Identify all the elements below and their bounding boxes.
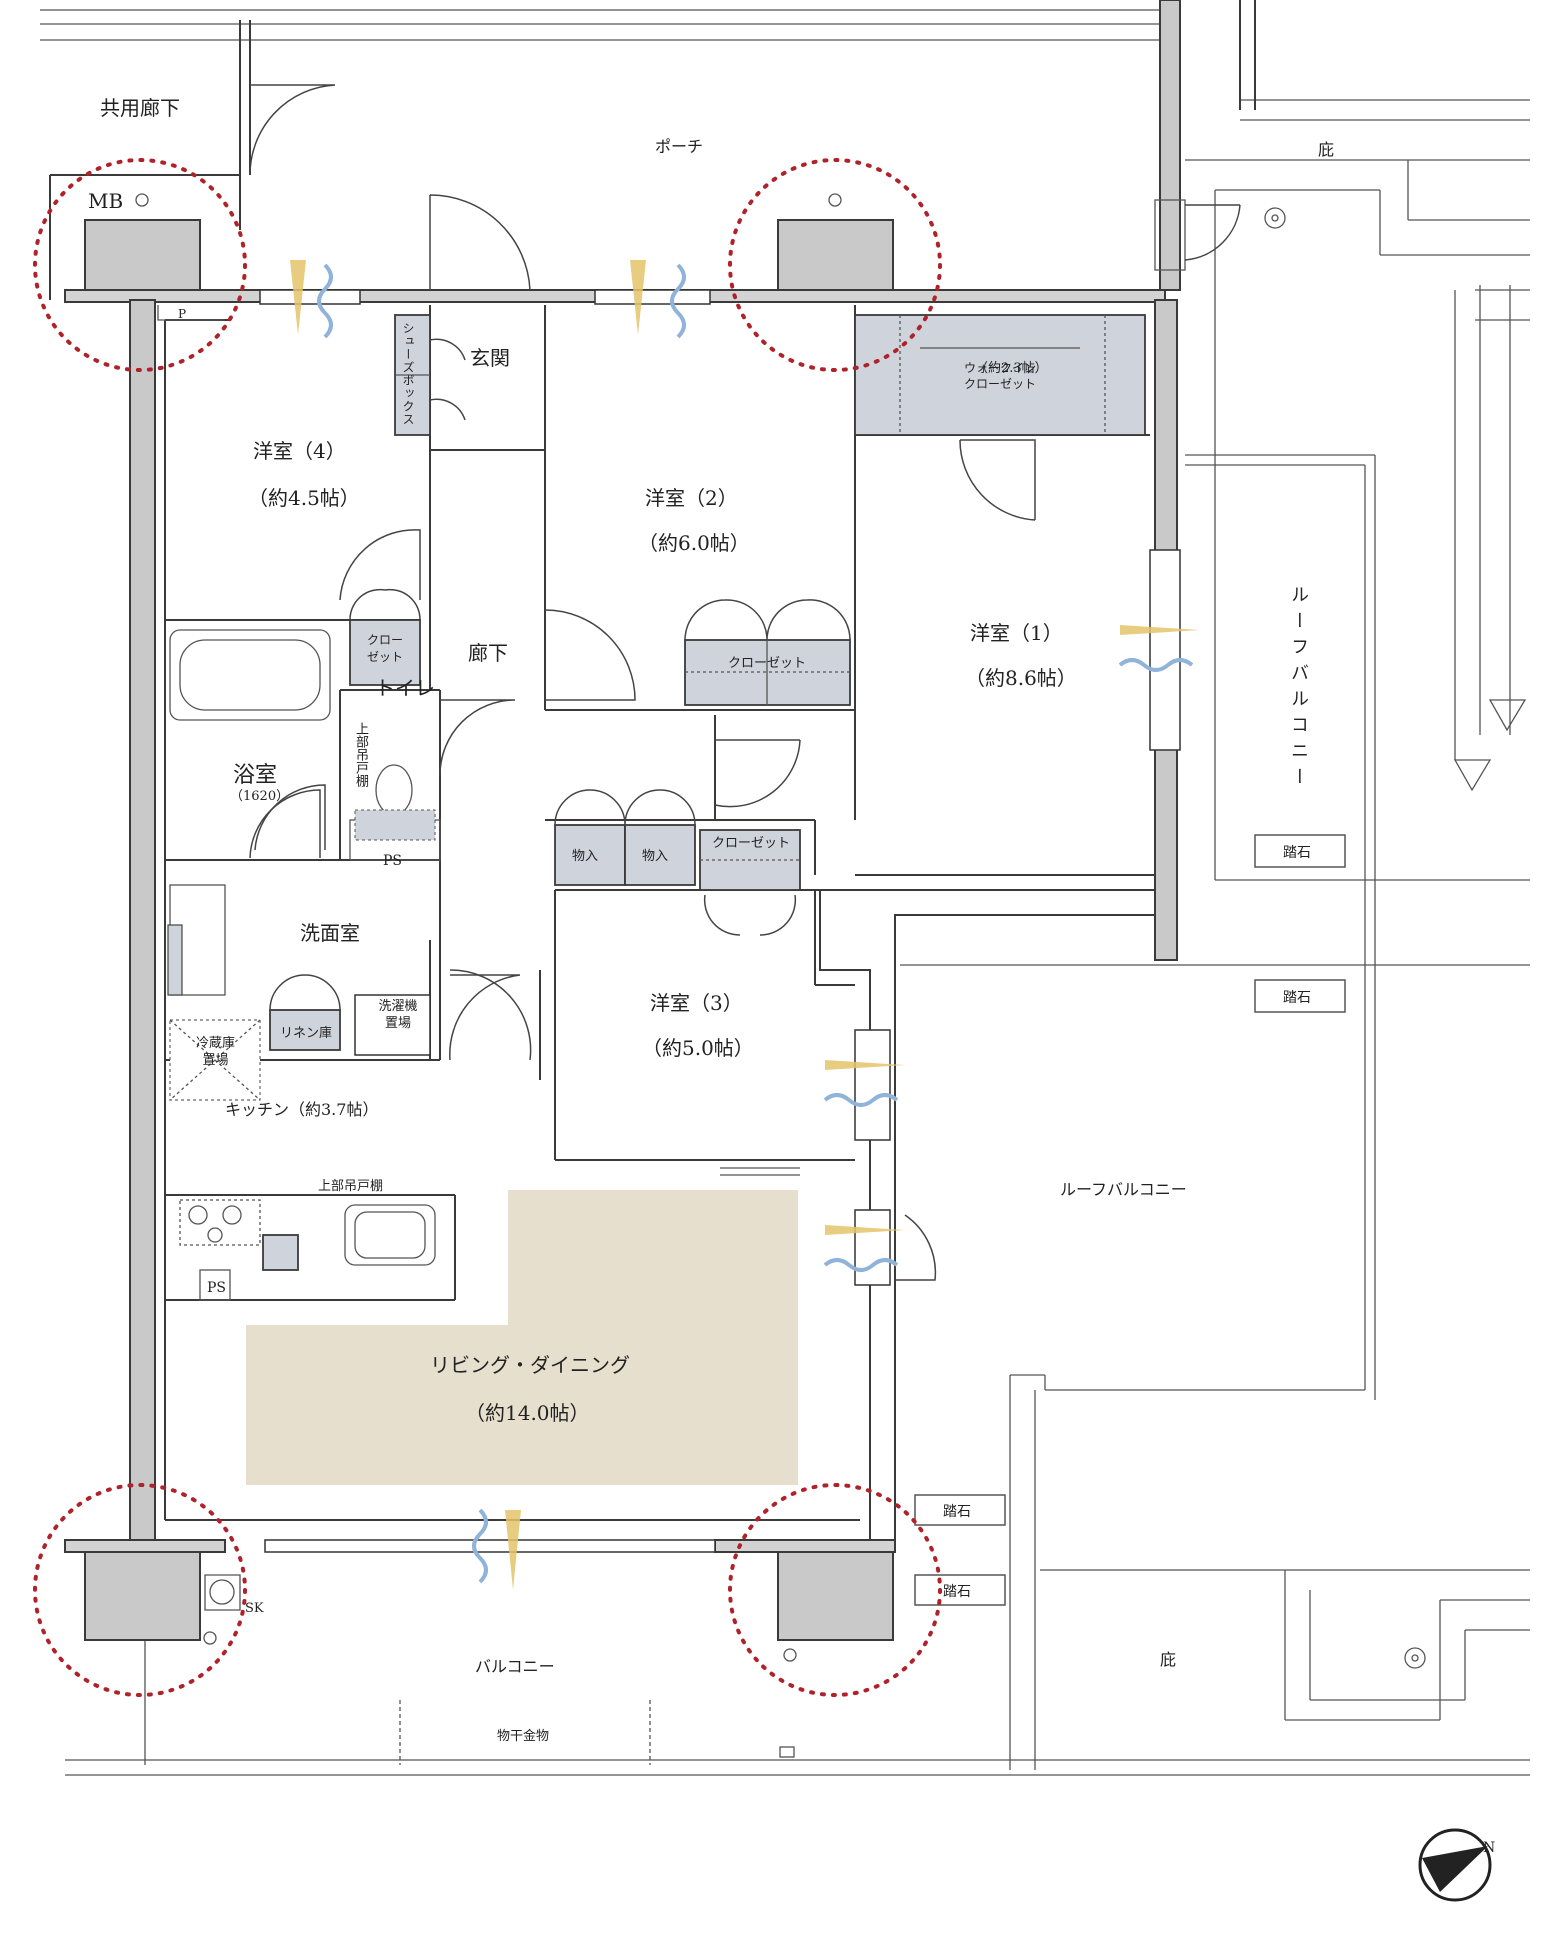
label-living-size: （約14.0帖） [465,1401,590,1425]
label-washroom: 洗面室 [300,921,360,945]
label-closet-small: クロー ゼット [366,633,403,664]
label-western3: 洋室（3） [650,991,743,1015]
label-stepping-stone-2: 踏石 [1283,990,1311,1006]
label-upper-cabinet-kitchen: 上部吊戸棚 [318,1179,383,1194]
doors [249,194,1036,1281]
label-stepping-stone-3: 踏石 [943,1504,971,1520]
label-fridge: 冷蔵庫 置場 [195,1036,235,1068]
fixtures [135,193,842,1662]
label-bath: 浴室 [233,763,277,788]
label-ps2: PS [207,1280,226,1296]
label-balcony: バルコニー [475,1657,555,1676]
label-living: リビング・ダイニング [430,1353,630,1377]
label-laundry-hardware: 物干金物 [497,1728,549,1744]
label-entrance: 玄関 [470,346,510,370]
airflow-markers [290,260,1200,1590]
label-storage2: 物入 [642,849,668,864]
label-upper-cabinet: 上部吊戸棚 [353,722,368,787]
label-western2-size: （約6.0帖） [638,531,750,555]
label-hallway: 廊下 [468,641,508,665]
label-kitchen: キッチン（約3.7帖） [225,1100,378,1119]
label-linen: リネン庫 [280,1026,332,1041]
label-common-corridor: 共用廊下 [100,96,180,120]
label-eaves-top: 庇 [1318,140,1334,159]
living-floor [246,1190,798,1485]
label-western2: 洋室（2） [645,486,738,510]
label-sk: SK [245,1601,264,1616]
label-p: P [178,307,186,321]
label-porch: ポーチ [655,137,703,156]
north-arrow-icon [1418,1828,1492,1902]
label-storage1: 物入 [572,849,598,864]
windows [259,289,1181,1553]
label-toilet: トイレ [375,676,435,700]
label-walkin-closet: ウォークイン クローゼット [963,361,1036,391]
site-lines [40,9,1530,1776]
label-western4-size: （約4.5帖） [248,486,360,510]
label-western1: 洋室（1） [970,621,1063,645]
stepping-stones [914,834,1346,1606]
label-shoes-box: シューズボックス [401,322,415,426]
label-closet-w3: クローゼット [712,836,790,851]
label-mb: MB [88,189,123,213]
label-washer: 洗濯機 置場 [378,999,418,1031]
label-roof-balcony: ルーフバルコニー [1060,1180,1187,1199]
label-western4: 洋室（4） [253,439,346,463]
label-bath-size: （1620） [230,789,289,804]
storage-elements [169,314,1146,1301]
label-walkin: （約2.3帖） [975,361,1048,376]
label-stepping-stone-4: 踏石 [943,1584,971,1600]
north-label: N [1483,1840,1495,1856]
common-corridor-area [239,0,1256,291]
label-western3-size: （約5.0帖） [642,1036,754,1060]
label-western1-size: （約8.6帖） [965,666,1077,690]
highlight-circles [33,158,942,1697]
label-ps1: PS [383,853,402,869]
room-labels: 共用廊下 ポーチ MB 庇 P 玄関 （約2.3帖） 洋室（4） （約4.5帖）… [88,96,1495,1856]
label-roof-balcony-vertical: ルーフバルコニー [1288,585,1309,793]
label-eaves-bottom: 庇 [1160,1650,1176,1669]
label-stepping-stone-1: 踏石 [1283,845,1311,861]
label-closet: クローゼット [728,656,806,671]
